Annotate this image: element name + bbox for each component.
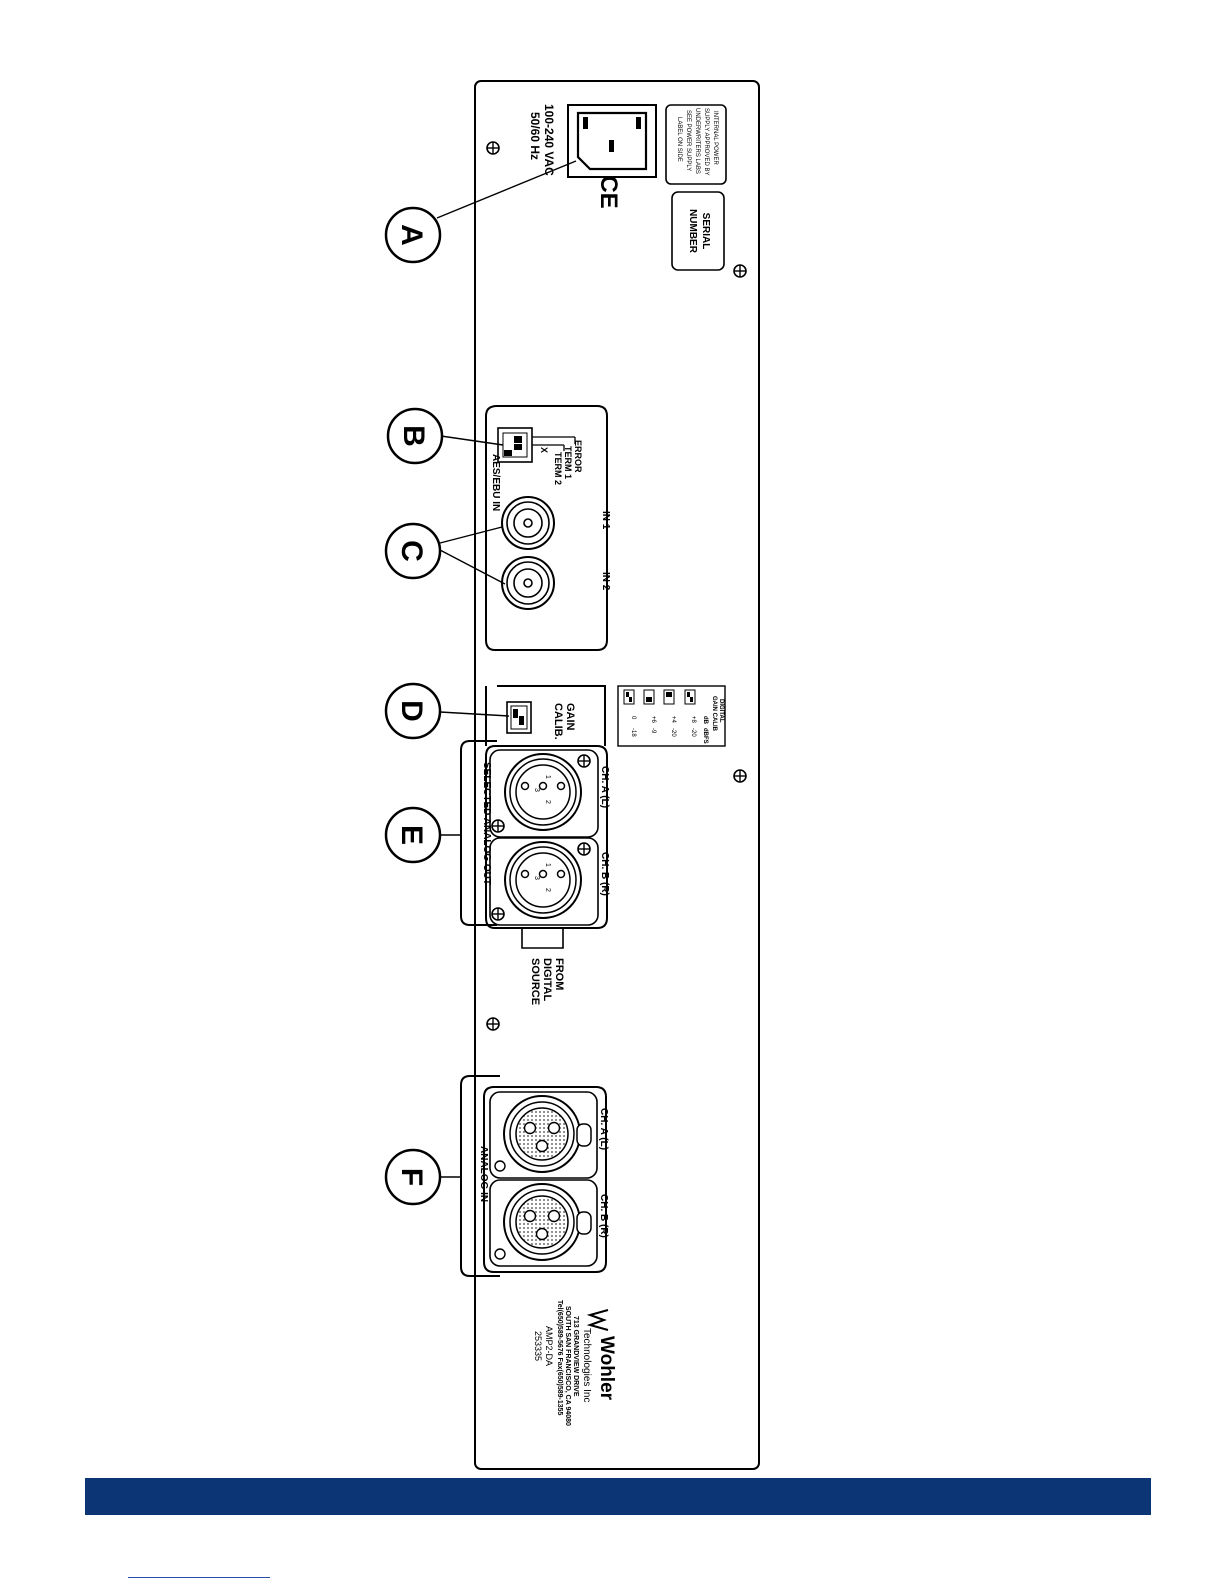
callout-b bbox=[386, 407, 444, 465]
gain-calibration: GAIN CALIB. DIGITAL GAIN CALIB dB dBFS +… bbox=[485, 685, 726, 747]
serial-number-label bbox=[671, 191, 725, 271]
power-section: CE 100-240 VAC 50/60 Hz INTERNAL POWER S… bbox=[528, 104, 727, 271]
out-ch-b-label: CH. B (R) bbox=[599, 852, 610, 896]
callout-f bbox=[384, 1148, 442, 1206]
svg-text:-20: -20 bbox=[670, 728, 676, 737]
switch-label-term-1: TERM 1 bbox=[563, 446, 573, 479]
svg-text:E: E bbox=[395, 825, 428, 845]
svg-text:D: D bbox=[395, 700, 428, 722]
xlr-in-ch-b[interactable] bbox=[503, 1183, 581, 1261]
svg-text:+4: +4 bbox=[670, 716, 676, 724]
svg-text:+6: +6 bbox=[650, 716, 656, 724]
callout-e bbox=[384, 806, 442, 864]
address-line: 713 GRANDVIEW DRIVE bbox=[572, 1316, 579, 1397]
serial-label-line: SERIAL bbox=[700, 213, 711, 250]
part-number: 253335 bbox=[533, 1331, 543, 1361]
gain-table-row: +8 -20 bbox=[684, 689, 696, 737]
power-voltage: 100-240 VAC bbox=[542, 104, 556, 176]
gain-table-row: +6 -9 bbox=[643, 689, 656, 734]
svg-text:0: 0 bbox=[630, 716, 636, 720]
in-ch-a-label: CH. A (L) bbox=[598, 1108, 609, 1150]
gain-table-header: dBFS bbox=[702, 728, 708, 744]
svg-text:3: 3 bbox=[533, 876, 540, 880]
phone-line: Tel(650)589-5676 Fax(650)589-1355 bbox=[556, 1300, 563, 1416]
serial-label-line: NUMBER bbox=[687, 209, 698, 254]
power-notice-line: SEE POWER SUPPLY bbox=[685, 110, 691, 171]
xlr-in-ch-a[interactable] bbox=[503, 1095, 581, 1173]
svg-text:-20: -20 bbox=[690, 728, 696, 737]
power-notice-line: LABEL ON SIDE bbox=[676, 117, 682, 162]
aes-ebu-section: ERROR TERM 1 TERM 2 X AES/EBU IN IN 1 IN… bbox=[485, 405, 611, 651]
out-ch-a-label: CH. A (L) bbox=[599, 766, 610, 808]
svg-text:-18: -18 bbox=[630, 728, 636, 737]
brand-name: Wohler bbox=[596, 1336, 617, 1401]
address-line: SOUTH SAN FRANCISCO, CA 94080 bbox=[564, 1306, 571, 1426]
ce-mark: CE bbox=[595, 175, 622, 208]
bnc-in2[interactable] bbox=[501, 556, 555, 610]
analog-in-label: ANALOG IN bbox=[478, 1146, 489, 1202]
switch-label-term-2: TERM 2 bbox=[553, 452, 563, 485]
svg-text:-9: -9 bbox=[650, 728, 656, 734]
power-frequency: 50/60 Hz bbox=[528, 112, 542, 160]
xlr-out-ch-a[interactable]: 1 2 3 bbox=[504, 753, 582, 831]
selected-analog-out-label: SELECTED ANALOG OUT bbox=[481, 762, 492, 885]
svg-text:1: 1 bbox=[544, 775, 551, 779]
in2-label: IN 2 bbox=[600, 572, 611, 591]
bnc-in1[interactable] bbox=[501, 496, 555, 550]
company-name: Technologies Inc bbox=[581, 1328, 592, 1403]
from-digital-source: FROM bbox=[553, 958, 565, 990]
selected-analog-out: 1 2 3 1 2 3 CH. A (L) CH. B (R) SELECTED… bbox=[481, 745, 610, 1005]
footer-rule bbox=[128, 1577, 270, 1578]
xlr-out-ch-b[interactable]: 1 2 3 bbox=[504, 841, 582, 919]
power-notice-line: SUPPLY APPROVED BY bbox=[703, 108, 709, 175]
switch-mark: X bbox=[539, 447, 549, 453]
power-notice-label bbox=[665, 104, 727, 185]
footer-bar bbox=[85, 1478, 1151, 1515]
in1-label: IN 1 bbox=[600, 511, 611, 530]
svg-text:+8: +8 bbox=[690, 716, 696, 724]
model-name: AMP2-DA bbox=[544, 1326, 554, 1366]
svg-text:F: F bbox=[395, 1168, 428, 1186]
callout-a bbox=[384, 206, 442, 264]
calib-label: CALIB. bbox=[552, 703, 564, 740]
in-ch-b-label: CH. B (R) bbox=[598, 1194, 609, 1238]
from-digital-source: SOURCE bbox=[529, 958, 541, 1005]
svg-text:C: C bbox=[395, 540, 428, 562]
power-notice-line: INTERNAL POWER bbox=[712, 111, 718, 165]
callouts: A B C D E F bbox=[384, 160, 577, 1277]
aes-ebu-in-label: AES/EBU IN bbox=[490, 454, 501, 511]
svg-text:3: 3 bbox=[533, 788, 540, 792]
callout-d bbox=[384, 682, 442, 740]
callout-c bbox=[384, 522, 442, 580]
svg-text:B: B bbox=[397, 425, 430, 447]
gain-table-row: +4 -20 bbox=[663, 689, 676, 737]
gain-table-row: 0 -18 bbox=[623, 689, 636, 737]
gain-table-title: GAIN CALIB bbox=[711, 696, 717, 732]
svg-text:2: 2 bbox=[544, 888, 551, 892]
gain-table-title: DIGITAL bbox=[718, 699, 724, 723]
analog-in: CH. A (L) CH. B (R) ANALOG IN bbox=[478, 1086, 609, 1273]
switch-label-error: ERROR bbox=[573, 440, 583, 473]
from-digital-source: DIGITAL bbox=[541, 958, 553, 1001]
svg-text:A: A bbox=[395, 224, 428, 246]
power-notice-line: UNDERWRITERS LABS bbox=[694, 108, 700, 174]
svg-text:1: 1 bbox=[544, 863, 551, 867]
manufacturer-label: Wohler Technologies Inc 713 GRANDVIEW DR… bbox=[533, 1300, 617, 1426]
gain-table-header: dB bbox=[702, 716, 708, 725]
wohler-logo-icon bbox=[586, 1309, 609, 1331]
svg-text:2: 2 bbox=[544, 800, 551, 804]
gain-label: GAIN bbox=[564, 703, 576, 731]
